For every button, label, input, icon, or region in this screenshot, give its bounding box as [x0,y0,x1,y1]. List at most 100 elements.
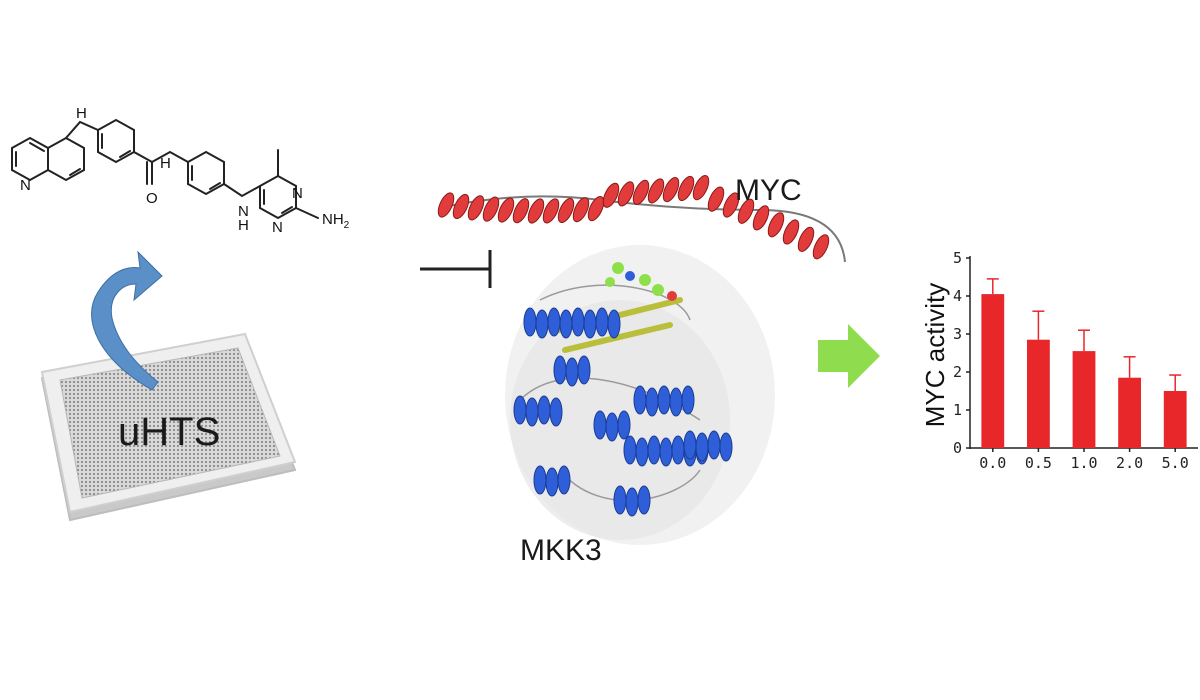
myc-helix-turn [527,198,545,224]
mkk3-helix-turn [647,435,661,465]
mkk3-helix-turn [657,385,671,415]
chemical-structure: H N H O N H N N NH2 [11,105,350,236]
myc-helix-turn [797,226,815,252]
myc-helix-turn [482,196,500,222]
mkk3-helix-turn [593,410,607,440]
myc-helix-turn [617,181,635,207]
mkk3-helix-turn [681,385,695,415]
myc-helix-turn [587,196,605,222]
mkk3-helix-turn [617,410,631,440]
mkk3-helix-turn [695,432,709,462]
myc-helix-turn [752,205,770,231]
bar [1163,391,1187,448]
bar [981,294,1005,448]
mkk3-helix-turn [583,309,597,339]
mkk3-helix-turn [635,437,649,467]
mkk3-helix-turn [637,485,651,515]
myc-helix-turn [602,182,620,208]
myc-label: MYC [735,174,802,207]
mkk3-helix-turn [683,430,697,460]
nh-n-atom: N [238,203,249,220]
curved-arrow-icon [91,250,163,391]
myc-helix-turn [632,179,650,205]
mkk3-helix-turn [513,395,527,425]
y-tick-label: 1 [953,401,962,419]
mkk3-helix-turn [671,435,685,465]
mkk3-helix-turn [645,387,659,417]
myc-helix-turn [707,186,725,212]
mkk3-helix-turn [537,395,551,425]
myc-helix-turn [662,177,680,203]
mkk3-protein: MKK3 [505,245,775,567]
mkk3-helix-turn [719,432,733,462]
mkk3-helix-turn [553,355,567,385]
x-tick-label: 0.5 [1025,454,1052,472]
mkk3-helix-turn [525,397,539,427]
myc-helix-turn [782,219,800,245]
x-tick-label: 0.0 [979,454,1006,472]
quinoline-n-atom: N [20,177,31,194]
y-tick-label: 0 [953,439,962,457]
mkk3-helix-turn [659,437,673,467]
x-tick-label: 2.0 [1116,454,1143,472]
mkk3-helix-turn [535,309,549,339]
mkk3-helix-turn [545,467,559,497]
microplate: uHTS [40,332,297,522]
nh-h2-atom: H [238,217,249,234]
myc-helix-turn [512,198,530,224]
mkk3-label: MKK3 [520,534,602,567]
myc-helix-turn [452,193,470,220]
green-arrow-icon [818,324,880,388]
myc-helix-turn [437,192,455,218]
x-tick-label: 5.0 [1162,454,1189,472]
mkk3-helix-turn [571,307,585,337]
mkk3-helix-turn [565,357,579,387]
y-tick-label: 3 [953,325,962,343]
nh-h-atom: H [76,105,87,122]
mkk3-helix-turn [595,307,609,337]
mkk3-helix-turn [549,397,563,427]
mkk3-helix-turn [559,309,573,339]
mkk3-helix-turn [623,435,637,465]
myc-helix-turn [497,197,515,223]
myc-helix-turn [467,195,485,221]
myc-protein: MYC [437,174,846,263]
pyrimidine-n2-atom: N [272,219,283,236]
myc-helix-turn [542,198,560,224]
mkk3-helix-turn [577,355,591,385]
y-tick-label: 5 [953,249,962,267]
myc-helix-turn [572,197,590,223]
amide-h-atom: H [160,155,171,172]
oxygen-atom: O [146,190,158,207]
mkk3-helix-turn [547,307,561,337]
myc-helix-turn [692,175,710,201]
myc-helix-turn [677,175,695,202]
bar [1072,351,1096,448]
bar [1118,377,1141,448]
mkk3-helix-turn [613,485,627,515]
pyrimidine-n1-atom: N [292,185,303,202]
mkk3-helix-turn [669,387,683,417]
mkk3-helix-turn [707,430,721,460]
myc-helix-turn [722,192,740,218]
mkk3-helix-turn [605,412,619,442]
myc-helix-turn [557,197,575,224]
bar [1027,339,1050,448]
amine-subscript: 2 [344,220,350,231]
mkk3-helix-turn [523,307,537,337]
mkk3-helix-turn [533,465,547,495]
x-tick-label: 1.0 [1070,454,1097,472]
myc-helix-turn [647,178,665,204]
y-axis-label: MYC activity [920,283,950,427]
myc-helix-turn [767,212,785,238]
mkk3-helix-turn [607,309,621,339]
amine-nh: NH [322,211,344,228]
mkk3-helix-turn [557,465,571,495]
amine-atom: NH2 [322,211,350,231]
ligand-icon [605,262,677,301]
mkk3-helix-turn [633,385,647,415]
y-tick-label: 4 [953,287,962,305]
myc-helix-turn [812,234,830,260]
